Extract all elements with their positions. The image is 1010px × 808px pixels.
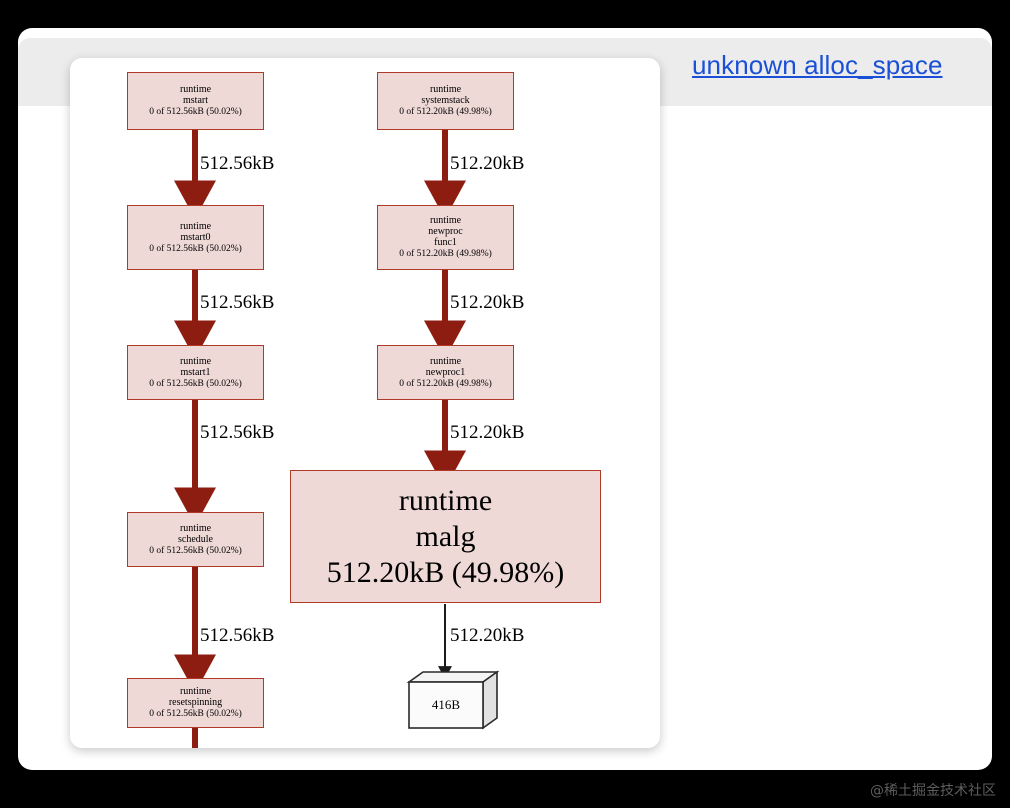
node-newproc1-stat: 0 of 512.20kB (49.98%) — [399, 378, 492, 389]
node-newproc1-line1: runtime — [429, 355, 462, 367]
edge-label-mstart1-schedule: 512.56kB — [200, 422, 275, 443]
profile-type-link[interactable]: unknown alloc_space — [692, 50, 943, 80]
node-mstart1[interactable]: runtime mstart1 0 of 512.56kB (50.02%) — [127, 345, 264, 400]
node-newproc-func1-line3: func1 — [434, 237, 457, 249]
node-mstart0-stat: 0 of 512.56kB (50.02%) — [149, 243, 242, 254]
node-malg-line2: malg — [415, 519, 476, 553]
watermark: @稀土掘金技术社区 — [870, 783, 996, 799]
node-systemstack-line2: systemstack — [421, 95, 470, 107]
edge-label-systemstack-newprocfunc1: 512.20kB — [450, 153, 525, 174]
node-malg-line1: runtime — [398, 483, 493, 517]
node-schedule-stat: 0 of 512.56kB (50.02%) — [149, 545, 242, 556]
node-newproc-func1[interactable]: runtime newproc func1 0 of 512.20kB (49.… — [377, 205, 514, 270]
node-mstart-line2: mstart — [183, 95, 208, 107]
edge-label-newproc1-malg: 512.20kB — [450, 422, 525, 443]
edge-label-malg-leaf416: 512.20kB — [450, 625, 525, 646]
node-resetspinning[interactable]: runtime resetspinning 0 of 512.56kB (50.… — [127, 678, 264, 728]
node-mstart1-line2: mstart1 — [180, 366, 211, 378]
node-leaf-416b-label[interactable]: 416B — [431, 697, 461, 712]
node-newproc1-line2: newproc1 — [425, 366, 466, 378]
node-schedule[interactable]: runtime schedule 0 of 512.56kB (50.02%) — [127, 512, 264, 567]
node-malg[interactable]: runtime malg 512.20kB (49.98%) — [290, 470, 601, 603]
node-schedule-line1: runtime — [179, 522, 212, 534]
edge-label-mstart-mstart0: 512.56kB — [200, 153, 275, 174]
node-resetspinning-line1: runtime — [179, 686, 212, 697]
node-resetspinning-line2: resetspinning — [168, 697, 223, 709]
node-newproc-func1-line2: newproc — [428, 226, 463, 238]
node-systemstack-stat: 0 of 512.20kB (49.98%) — [399, 107, 492, 118]
node-newproc1[interactable]: runtime newproc1 0 of 512.20kB (49.98%) — [377, 345, 514, 400]
node-mstart-stat: 0 of 512.56kB (50.02%) — [149, 107, 242, 118]
edge-label-newprocfunc1-newproc1: 512.20kB — [450, 292, 525, 313]
node-schedule-line2: schedule — [178, 533, 213, 545]
node-systemstack-line1: runtime — [429, 84, 462, 95]
graph-panel — [70, 58, 660, 748]
node-newproc-func1-line1: runtime — [429, 214, 462, 226]
node-mstart0-line1: runtime — [179, 220, 212, 232]
edge-label-mstart0-mstart1: 512.56kB — [200, 292, 275, 313]
node-mstart1-line1: runtime — [179, 355, 212, 367]
node-newproc-func1-stat: 0 of 512.20kB (49.98%) — [399, 249, 492, 260]
node-systemstack[interactable]: runtime systemstack 0 of 512.20kB (49.98… — [377, 72, 514, 130]
node-malg-stat: 512.20kB (49.98%) — [326, 555, 565, 589]
node-mstart[interactable]: runtime mstart 0 of 512.56kB (50.02%) — [127, 72, 264, 130]
node-mstart-line1: runtime — [179, 84, 212, 95]
node-resetspinning-stat: 0 of 512.56kB (50.02%) — [149, 709, 242, 720]
node-mstart0-line2: mstart0 — [180, 231, 211, 243]
node-mstart0[interactable]: runtime mstart0 0 of 512.56kB (50.02%) — [127, 205, 264, 270]
edge-label-schedule-resetspinning: 512.56kB — [200, 625, 275, 646]
node-mstart1-stat: 0 of 512.56kB (50.02%) — [149, 378, 242, 389]
